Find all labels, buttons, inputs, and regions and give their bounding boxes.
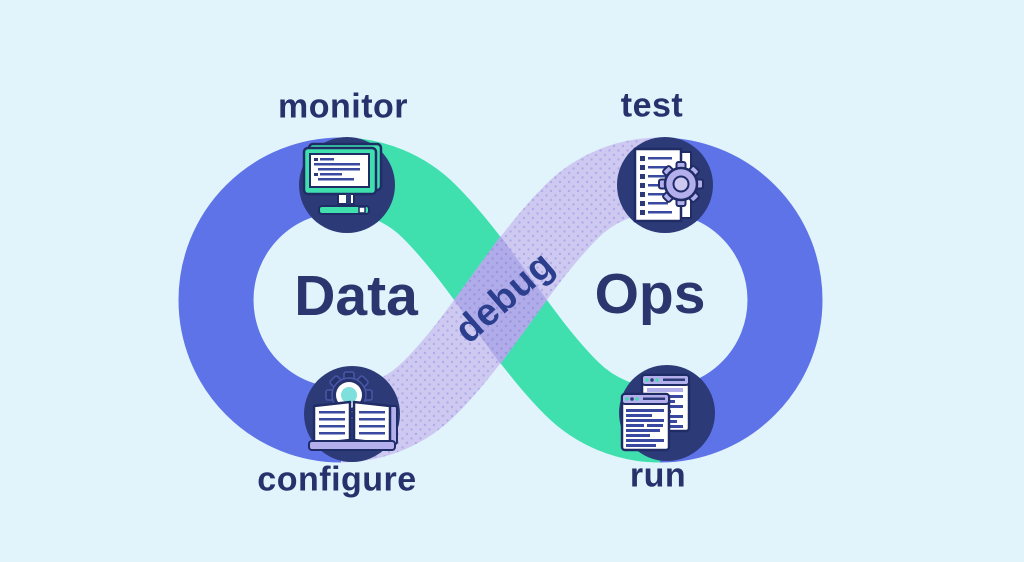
stage-label-monitor: monitor (277, 87, 409, 126)
stage-label-configure: configure (257, 460, 417, 499)
monitor-base (318, 205, 370, 215)
right-loop-label: Ops (594, 262, 706, 326)
blue-ribbon-right (658, 137, 823, 463)
checklist-gear-icon (617, 137, 713, 233)
stage-label-run: run (629, 456, 687, 495)
monitor-screen-icon (299, 137, 395, 233)
left-loop-label: Data (294, 264, 418, 328)
open-book-gear-icon (304, 366, 400, 462)
ribbon-overlap-diamond (454, 236, 547, 364)
blue-ribbon-left (178, 137, 343, 463)
test-gear (658, 161, 704, 207)
stage-label-test: test (620, 86, 684, 125)
book-left-page (312, 400, 352, 446)
book-right-page (352, 400, 392, 446)
code-windows-icon (619, 365, 715, 461)
book-base (308, 440, 396, 451)
